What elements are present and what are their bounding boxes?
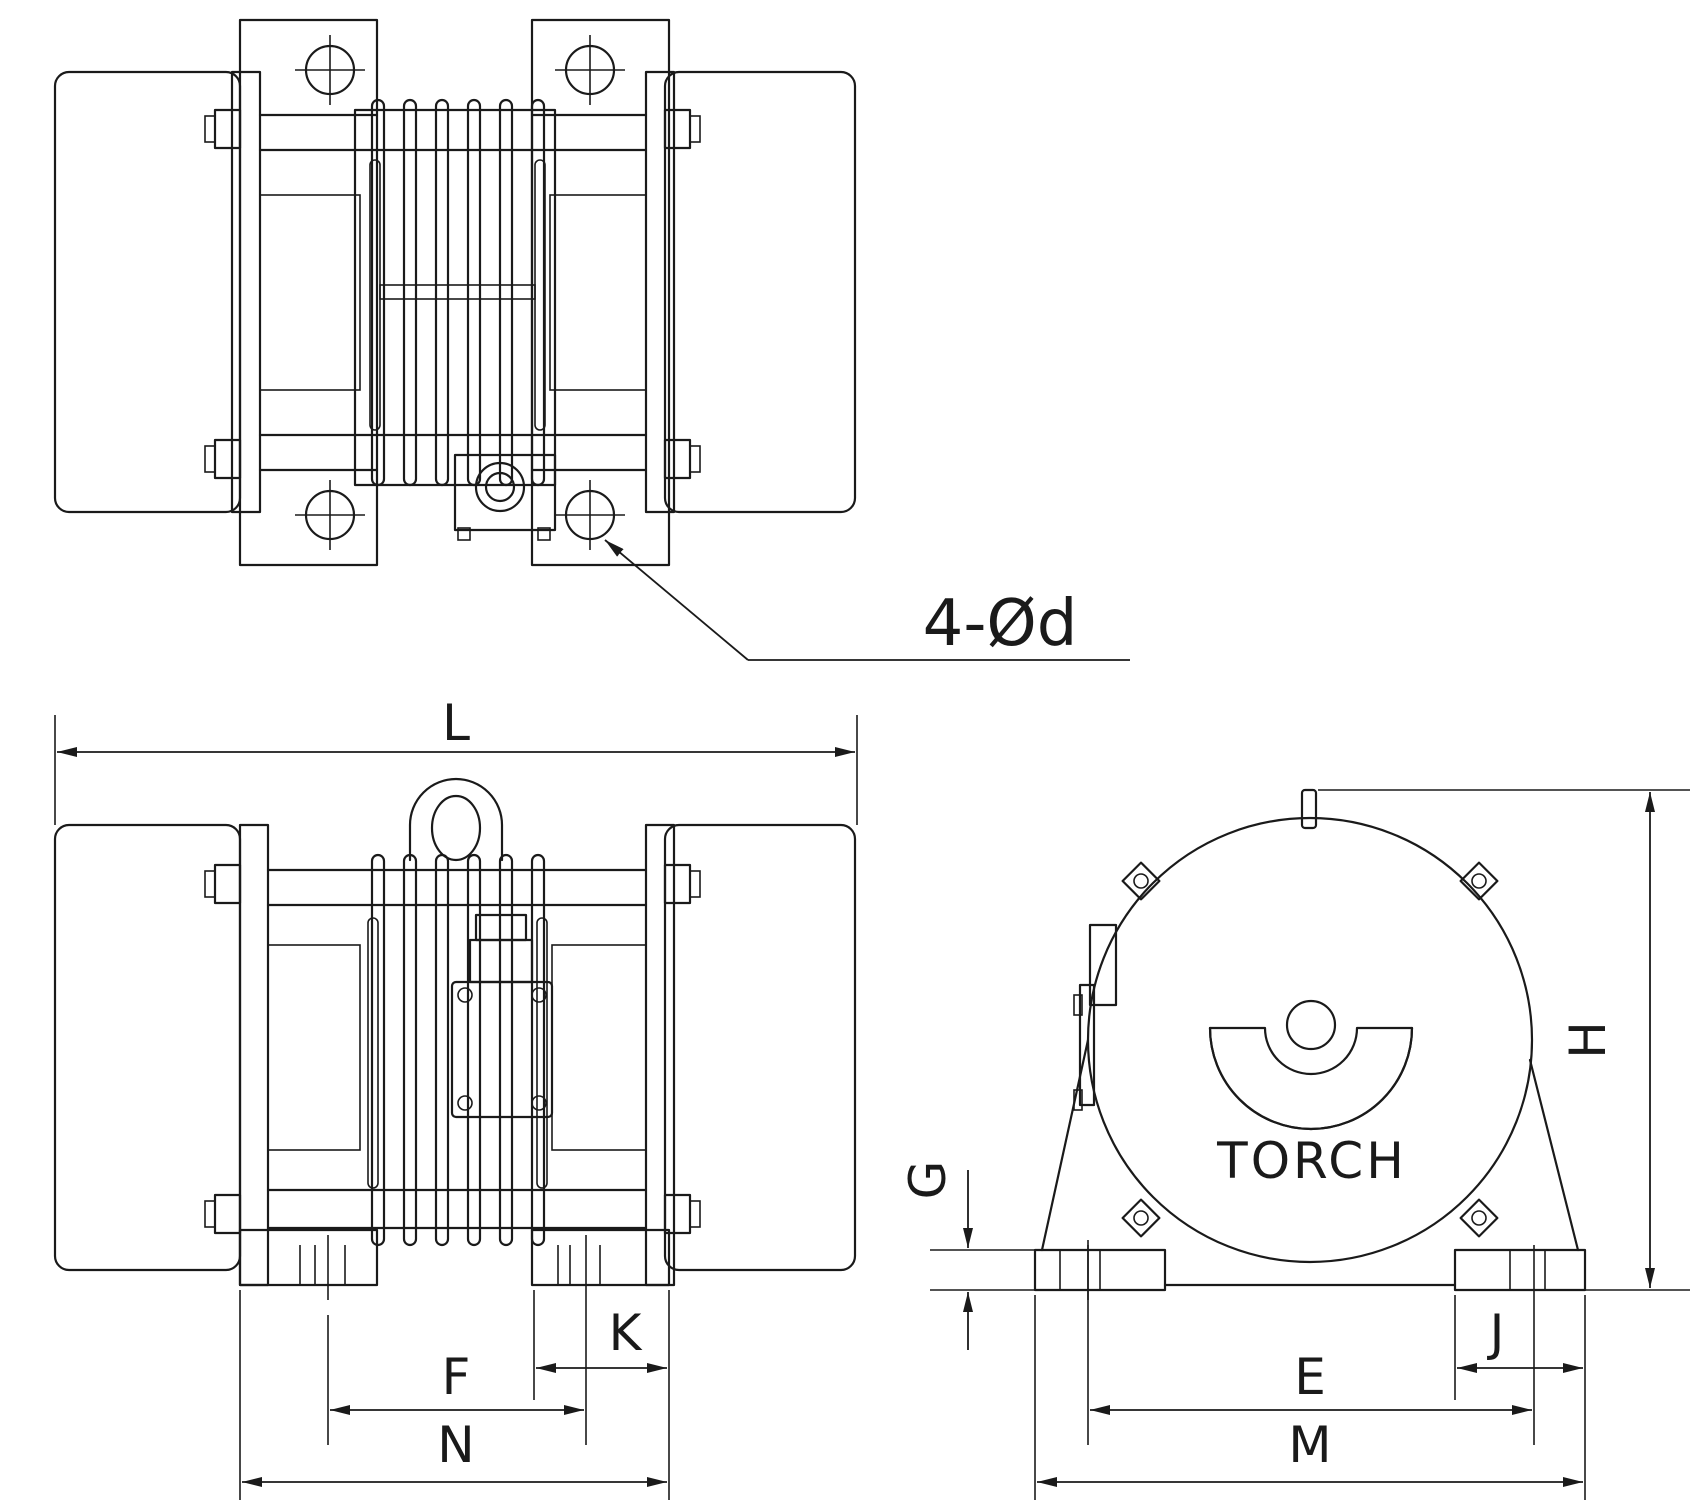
housing-bolts bbox=[1121, 861, 1499, 1238]
dim-label-F: F bbox=[442, 1348, 471, 1406]
hole-spec-label: 4-Ød bbox=[923, 587, 1078, 661]
tie-bolts-top bbox=[204, 108, 701, 480]
top-view: 4-Ød bbox=[53, 18, 1130, 661]
dim-label-H: H bbox=[1559, 1021, 1617, 1059]
side-view: TORCH H G J E M bbox=[899, 788, 1690, 1500]
mounting-holes-top bbox=[295, 35, 625, 550]
dim-label-G: G bbox=[899, 1161, 957, 1200]
brand-name: TORCH bbox=[1216, 1132, 1407, 1190]
dim-label-E: E bbox=[1294, 1348, 1326, 1406]
tie-bolts-front bbox=[204, 863, 701, 1235]
front-view: L bbox=[53, 694, 858, 1500]
dim-label-M: M bbox=[1288, 1416, 1331, 1474]
dim-label-K: K bbox=[609, 1304, 643, 1362]
terminal-box-top bbox=[453, 453, 557, 541]
dim-label-J: J bbox=[1487, 1304, 1505, 1362]
dim-label-L: L bbox=[442, 694, 470, 752]
torch-logo bbox=[1208, 999, 1414, 1131]
cooling-fins-front bbox=[370, 853, 546, 1247]
dim-label-N: N bbox=[437, 1416, 474, 1474]
motor-housing bbox=[1086, 816, 1534, 1264]
cooling-fins-top bbox=[370, 98, 546, 487]
lifting-eye bbox=[408, 777, 504, 862]
terminal-box-front bbox=[450, 913, 554, 1119]
